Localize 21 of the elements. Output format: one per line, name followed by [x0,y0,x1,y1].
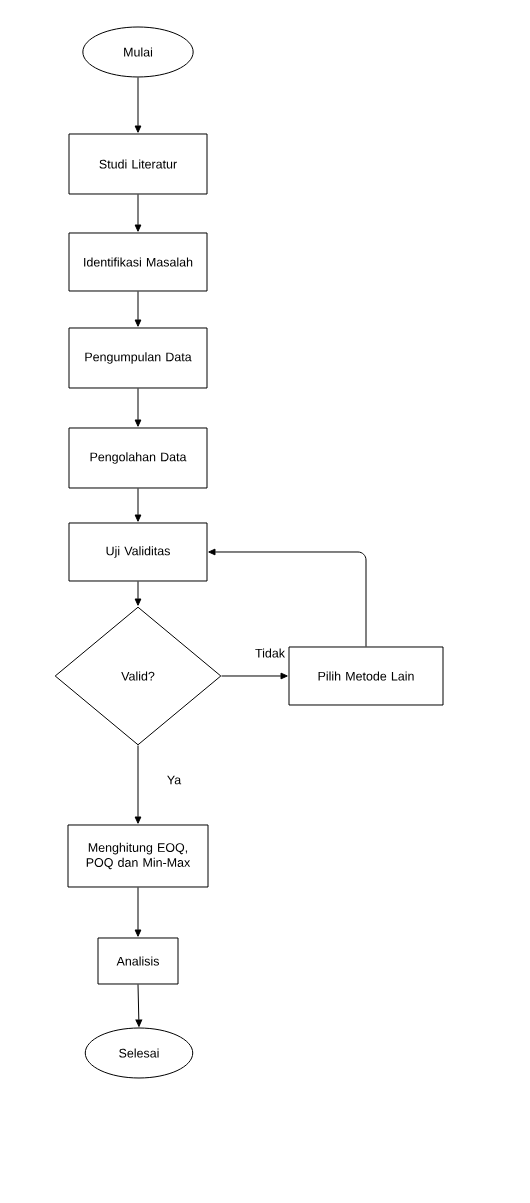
arrow [208,548,367,647]
process-box: Pengumpulan Data [68,327,208,389]
edge-label: Ya [165,774,183,786]
process-box: Analisis [97,937,179,985]
arrow [134,194,142,232]
process-box: Pilih Metode Lain [288,646,444,706]
process-box: Uji Validitas [68,522,208,582]
edge-label: Tidak [254,647,286,659]
arrow [134,887,142,937]
arrow [134,291,142,327]
arrow [134,745,142,824]
process-box: Pengolahan Data [68,427,208,489]
arrow [135,984,143,1027]
process-box: Menghitung EOQ, POQ dan Min-Max [67,824,209,888]
arrow [134,388,142,427]
arrow [221,672,288,680]
process-box: Identifikasi Masalah [68,232,208,292]
process-box: Studi Literatur [68,133,208,195]
arrow [134,581,142,606]
arrow [134,77,142,133]
arrow [134,488,142,522]
